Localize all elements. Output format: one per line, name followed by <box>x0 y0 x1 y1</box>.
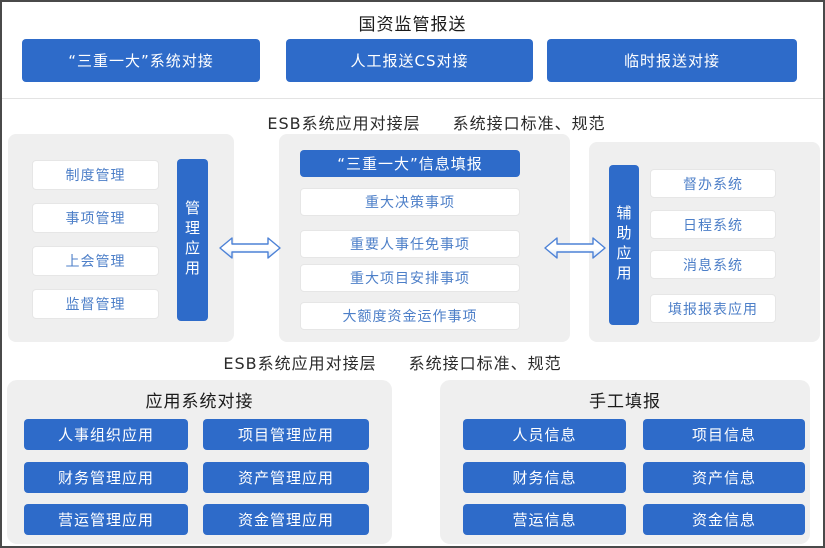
vertical-bar-management-application: 管理应用 <box>177 159 208 321</box>
node-temporary-report-connect: 临时报送对接 <box>547 39 797 82</box>
node-regulation-management: 制度管理 <box>32 160 159 190</box>
node-message-system: 消息系统 <box>650 250 776 279</box>
panel-application-system-connect: 应用系统对接 人事组织应用 项目管理应用 财务管理应用 资产管理应用 营运管理应… <box>7 380 392 544</box>
node-matter-management: 事项管理 <box>32 203 159 233</box>
esb-layer-label-bottom: ESB系统应用对接层 系统接口标准、规范 <box>2 350 803 374</box>
panel-title: 手工填报 <box>589 392 661 412</box>
double-arrow-icon <box>219 237 281 259</box>
panel-title: 应用系统对接 <box>145 392 254 412</box>
node-personnel-info: 人员信息 <box>463 419 626 450</box>
node-meeting-management: 上会管理 <box>32 246 159 276</box>
section-state-supervision-reporting: 国资监管报送 “三重一大”系统对接 人工报送CS对接 临时报送对接 <box>2 2 823 99</box>
node-supervision-management: 监督管理 <box>32 289 159 319</box>
node-report-form-application: 填报报表应用 <box>650 294 776 323</box>
node-sanzhongyida-system-connect: “三重一大”系统对接 <box>22 39 260 82</box>
node-important-personnel-matters: 重要人事任免事项 <box>300 230 520 258</box>
esb-layer-name: ESB系统应用对接层 <box>267 114 421 133</box>
node-manual-report-cs-connect: 人工报送CS对接 <box>286 39 533 82</box>
node-project-management-app: 项目管理应用 <box>203 419 369 450</box>
panel-manual-filling: 手工填报 人员信息 项目信息 财务信息 资产信息 营运信息 资金信息 <box>440 380 810 544</box>
node-sanzhongyida-info-filling-header: “三重一大”信息填报 <box>300 150 520 177</box>
panel-auxiliary-application: 辅助应用 督办系统 日程系统 消息系统 填报报表应用 <box>589 142 820 342</box>
node-asset-management-app: 资产管理应用 <box>203 462 369 493</box>
node-hr-organization-app: 人事组织应用 <box>24 419 188 450</box>
esb-interface-standard: 系统接口标准、规范 <box>408 354 562 373</box>
vertical-bar-auxiliary-application: 辅助应用 <box>609 165 639 325</box>
node-major-decision-matters: 重大决策事项 <box>300 188 520 216</box>
panel-sanzhongyida-info-filling: “三重一大”信息填报 重大决策事项 重要人事任免事项 重大项目安排事项 大额度资… <box>279 134 570 342</box>
node-supervise-system: 督办系统 <box>650 169 776 198</box>
node-large-fund-operation-matters: 大额度资金运作事项 <box>300 302 520 330</box>
node-fund-management-app: 资金管理应用 <box>203 504 369 535</box>
panel-management-application: 制度管理 事项管理 上会管理 监督管理 管理应用 <box>8 134 234 342</box>
node-operation-management-app: 营运管理应用 <box>24 504 188 535</box>
node-operation-info: 营运信息 <box>463 504 626 535</box>
node-schedule-system: 日程系统 <box>650 210 776 239</box>
node-asset-info: 资产信息 <box>643 462 805 493</box>
node-finance-management-app: 财务管理应用 <box>24 462 188 493</box>
esb-interface-standard: 系统接口标准、规范 <box>452 114 606 133</box>
node-project-info: 项目信息 <box>643 419 805 450</box>
double-arrow-icon <box>544 237 606 259</box>
node-fund-info: 资金信息 <box>643 504 805 535</box>
esb-layer-label-top: ESB系统应用对接层 系统接口标准、规范 <box>26 110 823 134</box>
node-finance-info: 财务信息 <box>463 462 626 493</box>
section-title: 国资监管报送 <box>358 15 467 35</box>
node-major-project-matters: 重大项目安排事项 <box>300 264 520 292</box>
esb-layer-name: ESB系统应用对接层 <box>223 354 377 373</box>
